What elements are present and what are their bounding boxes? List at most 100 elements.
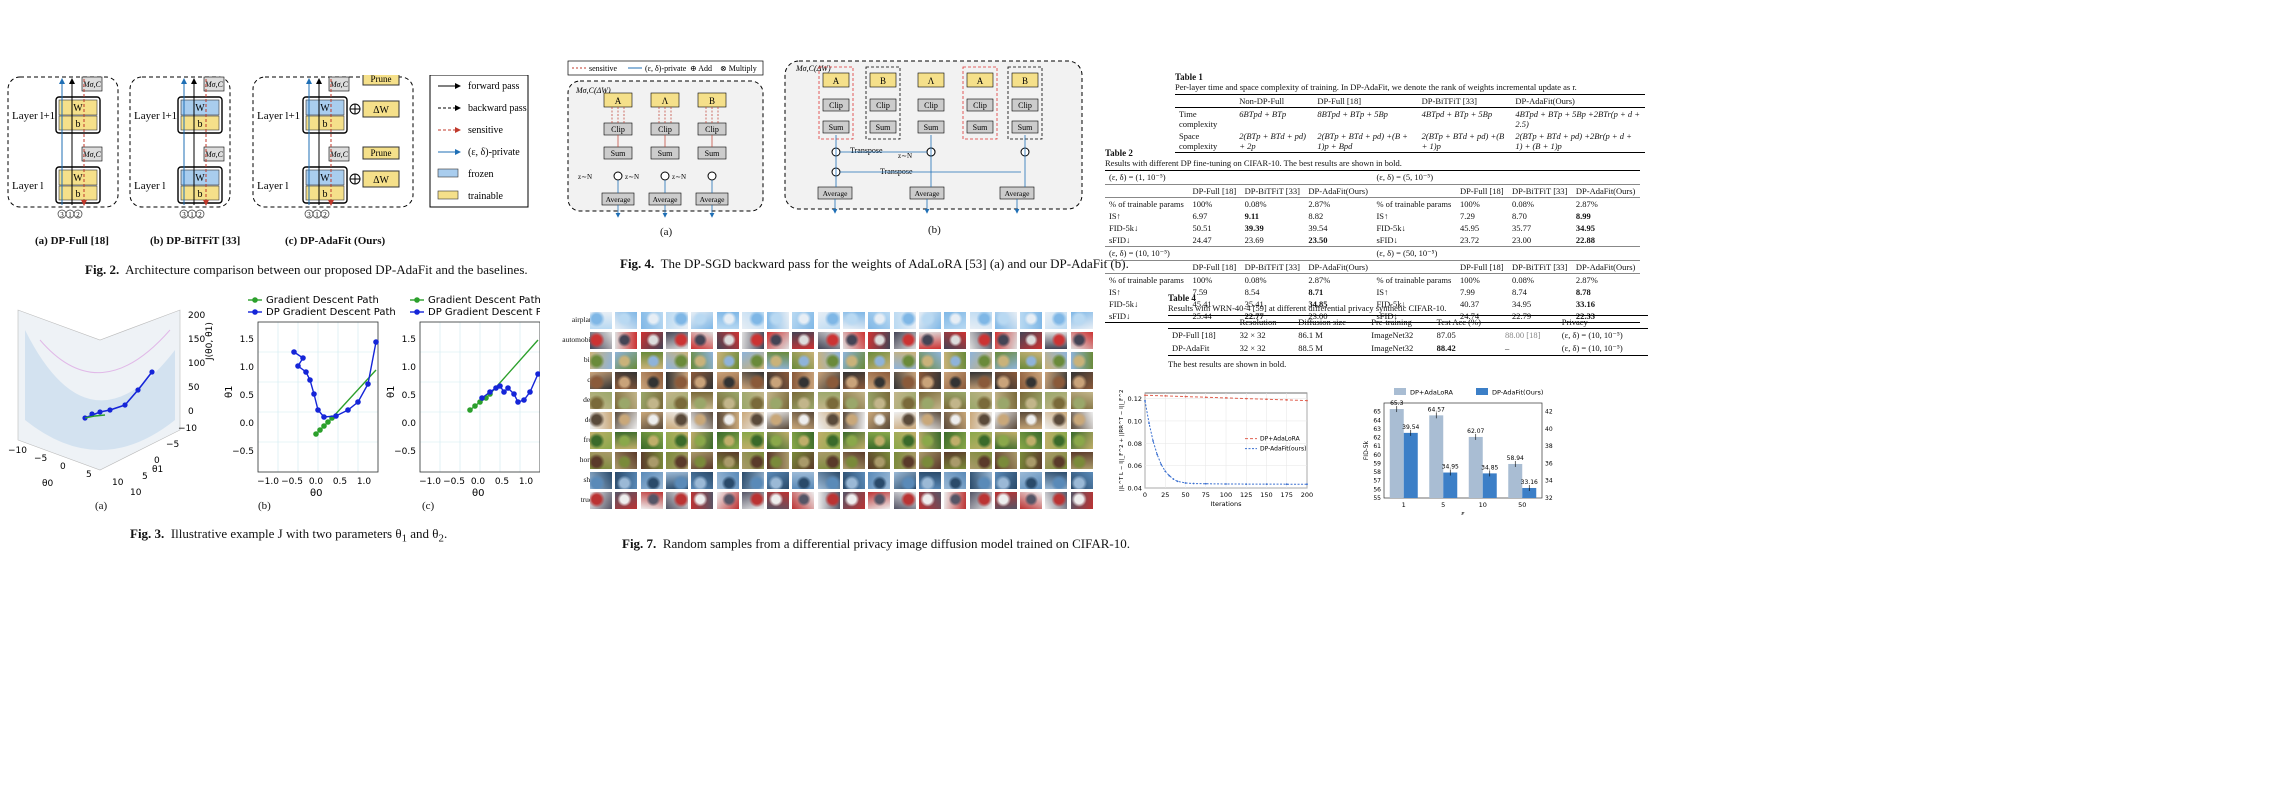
- table2-eps-right: (ε, δ) = (50, 10⁻⁵): [1372, 246, 1640, 261]
- table1: Table 1 Per-layer time and space complex…: [1175, 72, 1645, 153]
- fig4-b-clip: [917, 98, 945, 112]
- fig7-sample-image: [944, 312, 967, 329]
- fig7-sample-image: [817, 452, 840, 469]
- fig3b-x-tick: 1.0: [357, 477, 372, 487]
- fig3c-y-tick: −0.5: [394, 447, 416, 457]
- fig2-sub-b: (b) DP-BiTFiT [33]: [150, 235, 241, 247]
- table4-desc: Results with WRN-40-4 [59] at different …: [1168, 303, 1447, 313]
- bar-chart-value-label: 39.54: [1402, 424, 1419, 431]
- fig3c-dp-point: [487, 389, 493, 395]
- fig7-sample-image: [868, 372, 891, 389]
- fig2-legend-label: forward pass: [468, 81, 519, 92]
- fig3-caption: Fig. 3. Illustrative example J with two …: [130, 526, 448, 545]
- fig2-step-number: 3: [307, 211, 311, 219]
- line-chart-series-1: [1144, 400, 1307, 485]
- fig7-sample-image: [691, 452, 714, 469]
- fig4-legend-multiply-label: ⊗ Multiply: [720, 64, 757, 73]
- table1-cell: 2(BTp + BTd + pd) +(B + 1)p: [1417, 130, 1512, 153]
- fig2-layer-box: [302, 96, 348, 134]
- fig7-sample-image: [918, 412, 941, 429]
- fig7-sample-image: [767, 352, 790, 369]
- fig7-sample-image: [1045, 352, 1068, 369]
- fig2-layer-label: Layer l+1: [134, 110, 177, 122]
- fig7-sample-image: [1020, 432, 1043, 449]
- fig7-sample-image: [843, 412, 865, 429]
- table2-cell: 8.82: [1308, 211, 1324, 221]
- table1-cell: Time complexity: [1179, 109, 1218, 129]
- table4-note: The best results are shown in bold.: [1168, 359, 1287, 369]
- fig7-sample-image: [792, 352, 815, 369]
- fig7-sample-image: [1045, 412, 1068, 429]
- table2-header-blank: [1105, 260, 1189, 274]
- fig4-b-sum: [917, 120, 945, 134]
- fig7-sample-image: [716, 432, 739, 449]
- fig3b-dp-point: [321, 414, 327, 420]
- table4-cell: (ε, δ) = (10, 10⁻⁵): [1561, 330, 1623, 340]
- fig2-b-label: b: [323, 189, 328, 200]
- fig7-sample-image: [843, 392, 865, 409]
- fig7-sample-image: [792, 492, 815, 509]
- fig4-a-average-label: Average: [606, 195, 632, 204]
- fig7-caption-text: Random samples from a differential priva…: [662, 536, 1130, 551]
- line-chart-y-tick: 0.12: [1128, 395, 1142, 403]
- line-chart-point: [1144, 399, 1146, 402]
- table2-cell: 23.50: [1308, 235, 1328, 245]
- table1-desc: Per-layer time and space complexity of t…: [1175, 82, 1577, 92]
- fig7-sample-image: [969, 412, 992, 429]
- fig7-sample-image: [792, 432, 815, 449]
- table4-title: Table 4: [1168, 293, 1196, 303]
- line-chart-point: [1156, 453, 1159, 456]
- bar-chart-legend-label: DP+AdaLoRA: [1410, 389, 1454, 397]
- fig7-sample-image: [767, 472, 790, 489]
- fig3b-dp-path: [293, 341, 377, 418]
- fig7-sample-image: [944, 412, 967, 429]
- bar-chart-value-label: 64.57: [1428, 406, 1445, 413]
- fig4-diagram: sensitive(ε, δ)-private⊕ Add⊗ MultiplyMσ…: [567, 60, 1083, 218]
- table2-cell: sFID↓: [1376, 235, 1398, 245]
- fig4-b-average-label: Average: [915, 189, 941, 198]
- fig3c-y-label: θ1: [386, 386, 397, 398]
- bar-chart-bar: [1468, 436, 1483, 498]
- table2-header-row: DP-Full [18]DP-BiTFiT [33]DP-AdaFit(Ours…: [1105, 260, 1640, 274]
- table2-cell: 35.77: [1512, 223, 1532, 233]
- table2-cell: 35.41: [1244, 299, 1264, 309]
- fig7-sample-image: [741, 412, 764, 429]
- fig7-sample-image: [1070, 412, 1093, 429]
- table4-header-cell: Test Acc (%): [1432, 315, 1501, 329]
- fig4-legend-frame: [567, 60, 764, 76]
- line-chart-point: [1204, 482, 1207, 485]
- fig7-sample-image: [817, 312, 840, 329]
- fig7-sample-image: [1045, 492, 1068, 509]
- fig7-sample-image: [1070, 332, 1093, 349]
- bar-chart-y-label: FID-5k: [1363, 440, 1370, 460]
- fig4-a-param-label: B: [709, 96, 715, 106]
- fig7-sample-image: [843, 372, 865, 389]
- table2-cell: 6.97: [1192, 211, 1208, 221]
- fig4-b-average-label: Average: [823, 189, 849, 198]
- fig3b-x-tick: −0.5: [281, 477, 303, 487]
- fig7-class-label: frog: [556, 435, 597, 444]
- bar-chart-x-tick: 50: [1518, 501, 1526, 509]
- fig4-a-add-icon: [660, 171, 670, 181]
- bar-chart-y-tick-left: 59: [1373, 460, 1381, 467]
- fig7-sample-image: [767, 412, 790, 429]
- fig3a-z-tick: 200: [188, 311, 205, 321]
- fig7-sample-image: [817, 432, 840, 449]
- fig3a-dp-point: [82, 415, 88, 421]
- fig3b-gd-point: [317, 427, 323, 433]
- bar-chart-y-tick-left: 65: [1373, 409, 1381, 416]
- fig7-sample-image: [665, 432, 688, 449]
- table2-cell: % of trainable params: [1105, 273, 1189, 286]
- fig4-caption-text: The DP-SGD backward pass for the weights…: [660, 256, 1129, 271]
- fig7-sample-image: [716, 372, 739, 389]
- line-chart-y-tick: 0.06: [1128, 462, 1142, 470]
- fig4-b-clip-label: Clip: [829, 101, 843, 110]
- fig7-sample-image: [640, 492, 663, 509]
- fig2-m-label: Mσ,C: [82, 80, 102, 89]
- fig3c-dp-point: [497, 383, 503, 389]
- fig3a-y-label: θ1: [152, 465, 163, 475]
- fig7-sample-image: [691, 392, 714, 409]
